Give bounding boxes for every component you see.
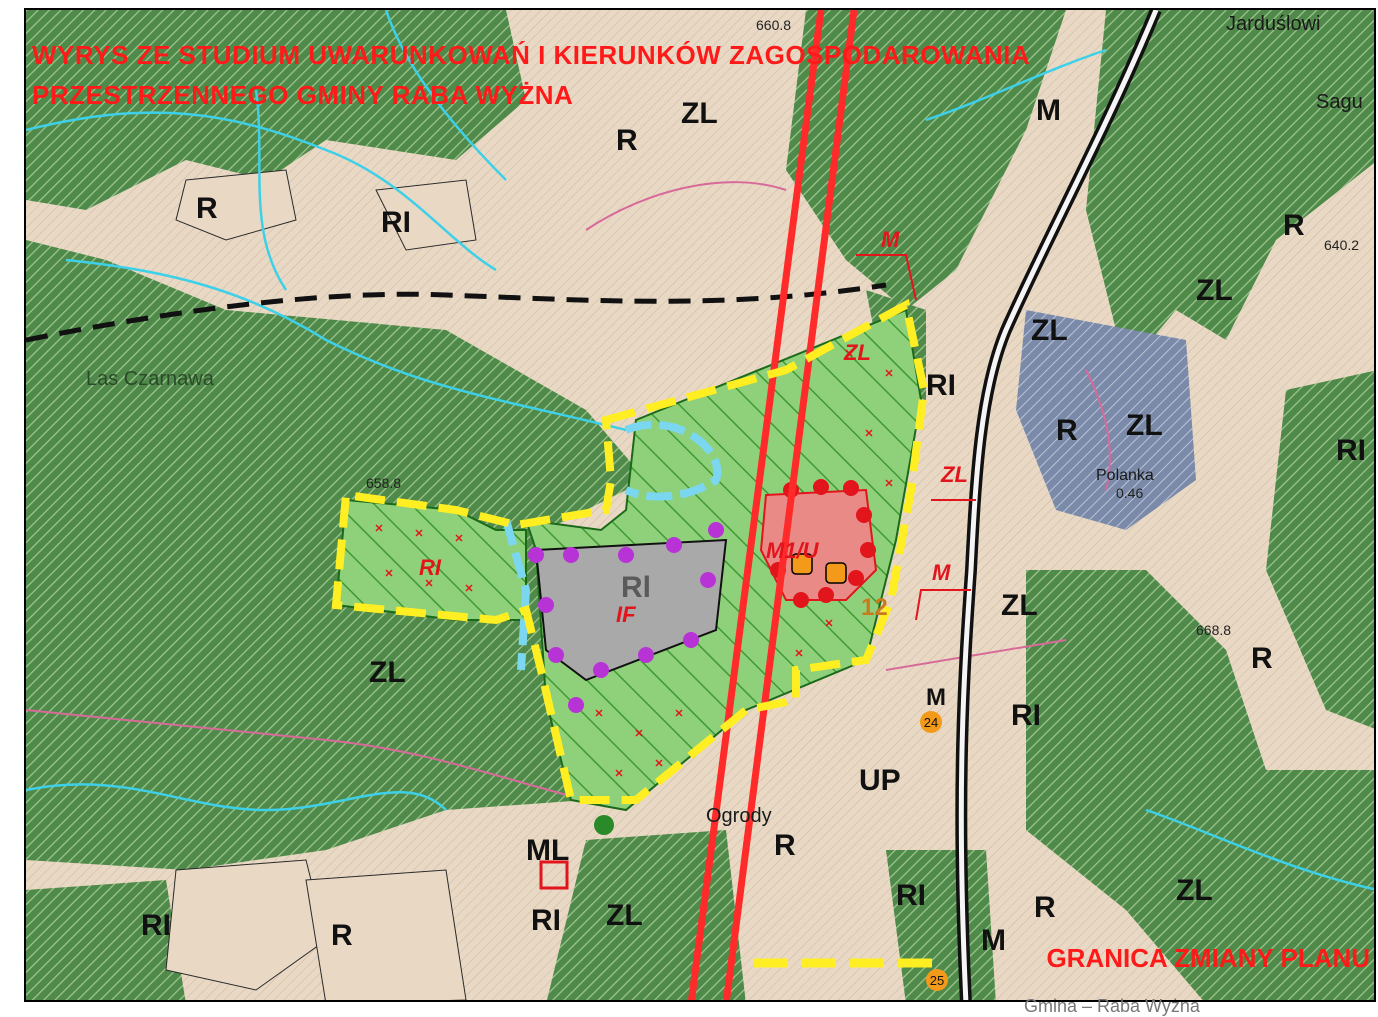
zone-label-R: R <box>1283 209 1305 242</box>
contour-lines <box>26 181 1111 801</box>
zone-label-ZL: ZL <box>1001 589 1038 622</box>
numbered-markers: 24 25 12 <box>861 594 948 991</box>
marker-number: 25 <box>930 973 944 988</box>
elevation: 0.46 <box>1116 485 1143 501</box>
main-road-center <box>958 10 1159 1000</box>
zone-label-ZL: ZL <box>1196 274 1233 307</box>
map-title-line2: PRZESTRZENNEGO GMINY RABA WYŻNA <box>32 80 574 110</box>
label-pointers <box>856 254 976 621</box>
green-point <box>594 815 614 835</box>
map-canvas: R R RI ZL M R ZL ZL RI R ZL RI ZL R RI Z… <box>26 10 1374 1000</box>
zone-label-ZL: ZL <box>843 340 871 365</box>
ml-square <box>539 860 569 890</box>
zone-label-M: M <box>981 924 1006 957</box>
elevation: 660.8 <box>756 17 791 33</box>
place-name: Sagu <box>1316 91 1363 113</box>
place-name: Jarduślowi <box>1226 13 1320 35</box>
zone-label-R: R <box>1056 414 1078 447</box>
agri-marks <box>375 349 893 777</box>
zone-label-ZL: ZL <box>369 656 406 689</box>
zone-label-ZL: ZL <box>940 462 968 487</box>
zone-label-R: R <box>1034 891 1056 924</box>
zone-label-ZL: ZL <box>1126 409 1163 442</box>
elevation-points: 660.8 640.2 668.8 658.8 0.46 <box>366 17 1359 638</box>
administrative-boundary <box>26 282 887 343</box>
settlement-area <box>1016 310 1196 530</box>
orange-marker <box>791 553 813 575</box>
zone-label-ZL: ZL <box>1176 874 1213 907</box>
if-boundary-dots <box>528 522 724 713</box>
plan-change-boundary <box>331 298 929 804</box>
zone-label-R: R <box>1251 642 1273 675</box>
zone-label-M: M <box>881 227 900 252</box>
zone-label-ZL: ZL <box>1031 314 1068 347</box>
place-name: Polanka <box>1096 467 1154 484</box>
zone-label-M: M <box>1036 94 1061 127</box>
zone-label-RI: RI <box>926 369 956 402</box>
zone-labels: R R RI ZL M R ZL ZL RI R ZL RI ZL R RI Z… <box>141 94 1366 957</box>
map-title-line1: WYRYS ZE STUDIUM UWARUNKOWAŃ I KIERUNKÓW… <box>32 40 1031 70</box>
zone-label-M1U: M1/U <box>766 538 820 563</box>
zone-label-R: R <box>331 919 353 952</box>
streams <box>26 10 1374 891</box>
place-name: Las Czarnawa <box>86 368 215 390</box>
elevation: 640.2 <box>1324 237 1359 253</box>
zone-label-Rl: Rl <box>621 571 651 604</box>
zone-label-R: R <box>616 124 638 157</box>
zone-label-RI: RI <box>896 879 926 912</box>
zone-label-M: M <box>926 684 946 711</box>
map-frame: R R RI ZL M R ZL ZL RI R ZL RI ZL R RI Z… <box>24 8 1376 1002</box>
legend-label: GRANICA ZMIANY PLANU <box>1046 943 1370 973</box>
zone-label-ML: ML <box>526 834 569 867</box>
zone-label-R: R <box>774 829 796 862</box>
agricultural-enclaves <box>165 169 477 1000</box>
zone-label-R: R <box>196 192 218 225</box>
zone-label-IF: IF <box>616 602 636 627</box>
elevation: 668.8 <box>1196 622 1231 638</box>
zone-label-ZL: ZL <box>606 899 643 932</box>
elevation: 658.8 <box>366 475 401 491</box>
orange-marker <box>825 562 847 584</box>
zone-label-RI: RI <box>1011 699 1041 732</box>
zone-label-M: M <box>932 560 951 585</box>
zone-label-RI: RI <box>531 904 561 937</box>
zone-label-RI: RI <box>381 206 411 239</box>
marker-number: 24 <box>924 715 938 730</box>
plan-zone-labels: RI IF M1/U ZL M ZL M <box>419 227 968 627</box>
footer-text: Gmina – Raba Wyżna <box>1024 996 1200 1016</box>
place-names: Jarduślowi Sagu Las Czarnawa Ogrody Pola… <box>86 13 1363 827</box>
zone-label-UP: UP <box>859 764 901 797</box>
marker-number: 12 <box>861 594 888 621</box>
zone-label-RI: RI <box>419 555 442 580</box>
zone-label-RI: RI <box>141 909 171 942</box>
zone-label-RI: RI <box>1336 434 1366 467</box>
place-name: Ogrody <box>706 805 772 827</box>
zone-label-ZL: ZL <box>681 97 718 130</box>
power-line <box>687 10 858 1000</box>
